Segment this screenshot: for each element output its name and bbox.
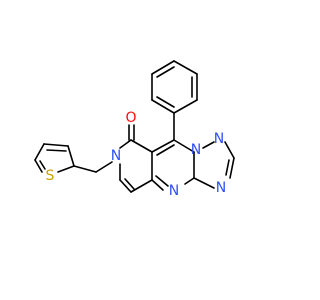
bond [130, 139, 153, 153]
bond [43, 143, 69, 147]
bond [184, 177, 195, 185]
bond [151, 99, 175, 114]
bond [173, 60, 198, 75]
bond [39, 160, 46, 170]
bond [225, 159, 230, 176]
bond [151, 139, 175, 153]
bond [151, 179, 164, 191]
bond [173, 139, 195, 153]
bond [155, 175, 169, 187]
bond [156, 96, 175, 108]
bond [124, 178, 135, 190]
bond-layer [34, 60, 235, 193]
bond [156, 144, 175, 156]
atom-label-layer: O N N N N N S [46, 110, 227, 199]
triazole-nitrogen-1-label: N [214, 131, 224, 147]
bond [95, 161, 113, 173]
pyrimidine-nitrogen-label: N [169, 183, 179, 199]
bond [224, 141, 235, 159]
bond [202, 141, 215, 149]
bond [46, 149, 67, 152]
bond [34, 143, 45, 161]
bond [130, 179, 153, 193]
bond [229, 157, 235, 179]
bond [67, 145, 75, 167]
bond [173, 99, 198, 114]
lactam-nitrogen-label: N [111, 148, 121, 164]
bond [193, 177, 215, 189]
bridgehead-nitrogen-label: N [191, 142, 201, 158]
bond [57, 165, 75, 173]
oxygen-atom-label: O [125, 110, 136, 126]
bond [73, 165, 97, 173]
bond [119, 139, 132, 149]
triazole-nitrogen-2-label: N [216, 180, 226, 196]
molecule-svg: O N N N N N S [34, 60, 235, 199]
thiophene-sulfur-label: S [46, 168, 55, 184]
bond [119, 179, 132, 193]
molecule-structure-drawing: O N N N N N S [34, 60, 235, 199]
bond [156, 66, 175, 78]
bond [151, 60, 175, 75]
bond [34, 159, 43, 173]
